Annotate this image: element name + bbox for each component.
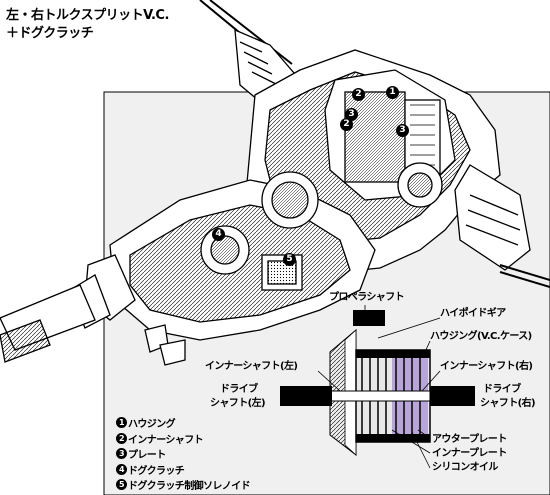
legend-item-housing: 1 ハウジング xyxy=(116,415,250,431)
callout-3a: 3 xyxy=(345,108,358,121)
label-silicone-oil: シリコンオイル xyxy=(432,462,498,473)
legend-label: ドグクラッチ制御ソレノイド xyxy=(128,481,251,493)
callout-2b: 2 xyxy=(340,118,353,131)
mechanical-cutaway xyxy=(0,0,550,366)
propeller-shaft-block xyxy=(353,310,385,326)
plates xyxy=(361,358,421,434)
label-hypoid-gear: ハイポイドギア xyxy=(440,308,506,319)
label-drive-shaft-right-2: シャフト(右) xyxy=(480,398,536,409)
legend-label: ハウジング xyxy=(128,419,176,431)
diagram-title-line-2: ＋ドグクラッチ xyxy=(6,26,94,41)
callout-3b: 3 xyxy=(396,124,409,137)
callout-5: 5 xyxy=(283,253,296,266)
callout-2a: 2 xyxy=(352,88,365,101)
legend-number: 2 xyxy=(116,432,127,444)
callout-4: 4 xyxy=(212,228,225,241)
legend-label: ドグクラッチ xyxy=(128,465,185,477)
label-inner-plate: インナープレート xyxy=(432,448,507,459)
diagram-title-line-1: 左・右トルクスプリットV.C. xyxy=(6,8,169,23)
legend-label: プレート xyxy=(128,450,166,462)
legend-number: 5 xyxy=(116,479,127,491)
label-outer-plate: アウタープレート xyxy=(432,434,507,445)
label-drive-shaft-left-1: ドライブ xyxy=(220,384,258,395)
legend-item-dog-clutch: 4 ドグクラッチ xyxy=(116,462,250,478)
drive-shaft-right xyxy=(430,386,475,406)
parts-legend: 1 ハウジング 2 インナーシャフト 3 プレート 4 ドグクラッチ 5 ドグク… xyxy=(116,415,251,493)
legend-item-plate: 3 プレート xyxy=(116,446,250,462)
legend-number: 4 xyxy=(116,463,127,475)
viscous-coupling-schematic xyxy=(280,305,475,469)
legend-item-inner-shaft: 2 インナーシャフト xyxy=(116,431,250,447)
drive-shaft-left xyxy=(280,386,332,406)
label-inner-shaft-left: インナーシャフト(左) xyxy=(205,361,298,372)
label-housing-vc-case: ハウジング(V.C.ケース) xyxy=(430,331,532,342)
legend-label: インナーシャフト xyxy=(128,434,204,446)
label-drive-shaft-right-1: ドライブ xyxy=(483,384,521,395)
legend-number: 3 xyxy=(116,448,127,460)
legend-item-dog-clutch-solenoid: 5 ドグクラッチ制御ソレノイド xyxy=(116,477,251,493)
legend-number: 1 xyxy=(116,417,127,429)
label-propeller-shaft: プロペラシャフト xyxy=(329,292,405,303)
callout-1: 1 xyxy=(386,86,399,99)
label-inner-shaft-right: インナーシャフト(右) xyxy=(440,361,533,372)
label-drive-shaft-left-2: シャフト(左) xyxy=(210,398,266,409)
